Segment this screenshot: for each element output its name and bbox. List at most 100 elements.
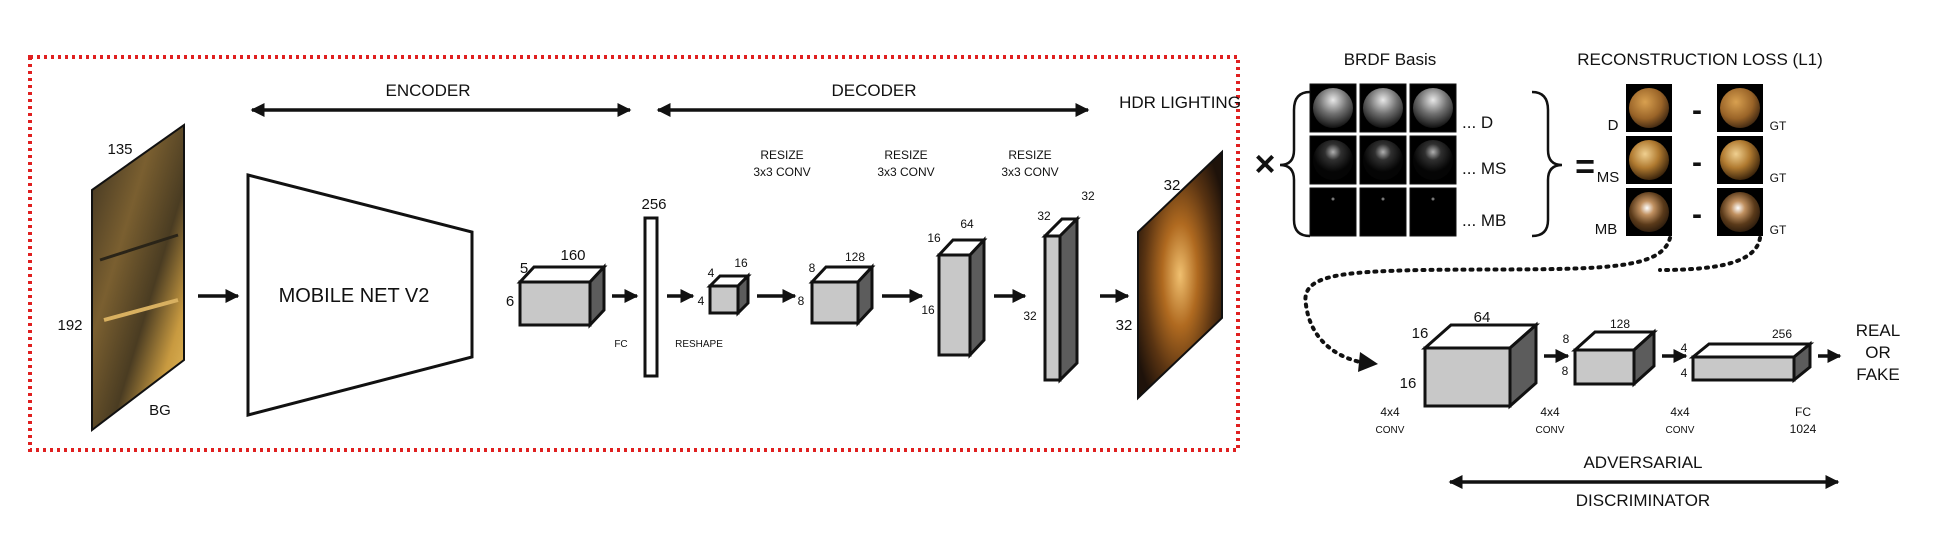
dec2-channels-label: 128: [845, 250, 865, 264]
resize-label-3a: RESIZE: [1008, 148, 1051, 162]
dec-cube2-front: [810, 280, 860, 325]
recon-mb-gt-label: GT: [1770, 223, 1787, 237]
hdr-top-label: 32: [1164, 177, 1181, 194]
dec4-channels-label: 32: [1081, 189, 1095, 203]
input-width-label: 135: [107, 141, 132, 158]
disc2-depth: 8: [1563, 332, 1570, 346]
dec-cube3-side: [968, 236, 986, 359]
disc2-op2: CONV: [1536, 425, 1565, 436]
recon-mb-gt-sphere: [1720, 192, 1760, 232]
brdf-basis-d-sphere: [1363, 88, 1403, 128]
mobilenet-block: [246, 173, 474, 417]
brdf-close-brace: [1531, 90, 1563, 238]
connector-arrowhead: [1358, 352, 1378, 372]
brdf-basis-mb-dot: [1431, 197, 1435, 201]
encoder-title: ENCODER: [385, 81, 470, 100]
dec-cube1-front: [708, 284, 740, 315]
input-image-detail: [103, 298, 179, 322]
disc1-height: 16: [1400, 375, 1417, 392]
recon-ms-gt-label: GT: [1770, 171, 1787, 185]
brdf-row-d-label: ... D: [1462, 113, 1493, 132]
decoder-title: DECODER: [831, 81, 916, 100]
resize-label-3b: 3x3 CONV: [1001, 165, 1058, 179]
disc-cube3-front: [1691, 355, 1796, 382]
encoder-cube-front: [518, 280, 592, 327]
hdr-side-label: 32: [1116, 317, 1133, 334]
resize-label-1a: RESIZE: [760, 148, 803, 162]
dec2-height-label: 8: [798, 294, 805, 308]
recon-mb-minus: -: [1692, 198, 1702, 231]
input-image-detail: [99, 233, 179, 262]
recon-d-pred-sphere: [1629, 88, 1669, 128]
fc-size-label: 256: [641, 196, 666, 213]
gan-input-connector: [1303, 236, 1672, 364]
disc2-height: 8: [1562, 364, 1569, 378]
disc3-height: 4: [1681, 366, 1688, 380]
dec3-depth-label: 16: [927, 231, 941, 245]
brdf-basis-d-sphere: [1313, 88, 1353, 128]
hdr-lighting-image: [1137, 149, 1223, 401]
recon-mb-pred-sphere: [1629, 192, 1669, 232]
recon-ms-gt-sphere: [1720, 140, 1760, 180]
brdf-basis-mb-dot: [1381, 197, 1385, 201]
disc-cube1-front: [1423, 346, 1512, 408]
recon-loss-title: RECONSTRUCTION LOSS (L1): [1577, 50, 1823, 69]
dec1-depth-label: 4: [708, 266, 715, 280]
dec-cube4-side: [1058, 215, 1079, 384]
disc3-op1: 4x4: [1670, 405, 1690, 419]
disc1-channels: 64: [1474, 309, 1491, 326]
output-real: REAL: [1856, 321, 1900, 340]
recon-d-gt-sphere: [1720, 88, 1760, 128]
recon-ms-label: MS: [1597, 169, 1620, 186]
dec1-height-label: 4: [698, 294, 705, 308]
enc-cube-height: 6: [506, 293, 514, 310]
dec-cube3-front: [937, 253, 972, 357]
times-sign: ×: [1254, 143, 1275, 184]
brdf-basis-mb-3: [1409, 187, 1457, 237]
discriminator-title: DISCRIMINATOR: [1576, 491, 1710, 510]
fc-label: FC: [614, 339, 627, 350]
reshape-label: RESHAPE: [675, 339, 723, 350]
recon-d-label: D: [1608, 117, 1619, 134]
recon-d-minus: -: [1692, 94, 1702, 127]
brdf-basis-title: BRDF Basis: [1344, 50, 1437, 69]
dec3-height-label: 16: [921, 303, 935, 317]
recon-ms-minus: -: [1692, 146, 1702, 179]
recon-d-gt-label: GT: [1770, 119, 1787, 133]
disc-fc-size: 1024: [1790, 422, 1817, 436]
recon-ms-pred-sphere: [1629, 140, 1669, 180]
equals-sign: =: [1575, 148, 1595, 186]
brdf-basis-ms-sphere: [1313, 140, 1353, 180]
disc-cube3-top: [1688, 342, 1815, 359]
disc1-depth: 16: [1412, 325, 1429, 342]
output-or: OR: [1865, 343, 1891, 362]
brdf-basis-ms-sphere: [1413, 140, 1453, 180]
dec-cube4-front: [1043, 234, 1062, 382]
adversarial-title: ADVERSARIAL: [1583, 453, 1702, 472]
resize-label-1b: 3x3 CONV: [753, 165, 810, 179]
enc-cube-depth: 5: [520, 260, 528, 277]
dec3-channels-label: 64: [960, 217, 974, 231]
enc-cube-channels: 160: [560, 247, 585, 264]
dec2-depth-label: 8: [809, 261, 816, 275]
disc-cube2-front: [1573, 348, 1636, 386]
resize-label-2b: 3x3 CONV: [877, 165, 934, 179]
brdf-basis-mb-dot: [1331, 197, 1335, 201]
fc-vector: [643, 216, 659, 378]
resize-label-2a: RESIZE: [884, 148, 927, 162]
dec4-depth-label: 32: [1037, 209, 1051, 223]
brdf-row-mb-label: ... MB: [1462, 211, 1506, 230]
disc3-op2: CONV: [1666, 425, 1695, 436]
brdf-open-brace: [1279, 90, 1311, 238]
brdf-basis-ms-sphere: [1363, 140, 1403, 180]
input-background-image: [91, 123, 185, 433]
mobilenet-label: MOBILE NET V2: [279, 285, 430, 307]
input-height-label: 192: [57, 317, 82, 334]
brdf-row-ms-label: ... MS: [1462, 159, 1506, 178]
recon-mb-label: MB: [1595, 221, 1618, 238]
hdr-lighting-title: HDR LIGHTING: [1119, 93, 1241, 112]
gan-input-connector-2: [1658, 236, 1762, 272]
dec1-channels-label: 16: [734, 256, 748, 270]
disc3-depth: 4: [1681, 341, 1688, 355]
